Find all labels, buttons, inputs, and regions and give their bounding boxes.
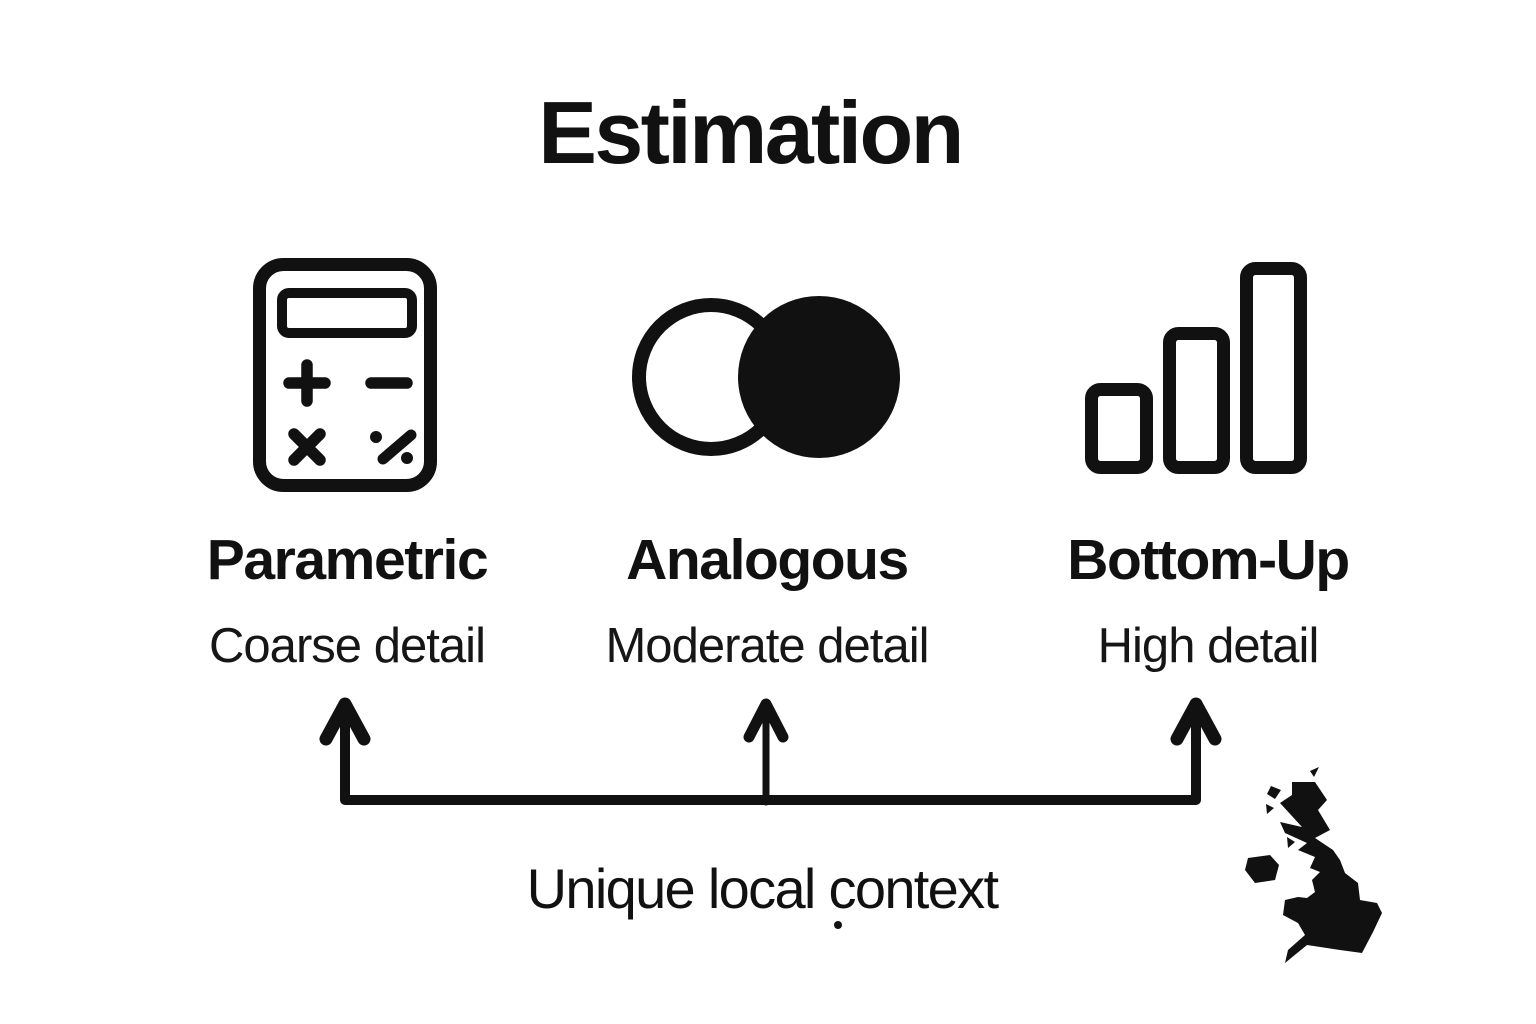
method-name-bottom-up: Bottom-Up [1067,528,1350,592]
dot-artifact [834,921,842,929]
method-detail-parametric: Coarse detail [209,619,486,673]
method-name-analogous: Analogous [626,528,909,592]
calculator-icon [253,258,437,492]
diagram-title: Estimation [538,83,964,182]
method-name-parametric: Parametric [206,528,489,592]
bracket-label: Unique local context [526,857,999,920]
overlapping-circles-icon [632,296,900,458]
bracket-arrows [319,697,1222,806]
method-detail-bottom-up: High detail [1097,619,1320,673]
united-kingdom-map-silhouette [1245,767,1382,963]
ascending-bar-chart-icon [1085,262,1307,474]
method-detail-analogous: Moderate detail [605,619,929,673]
